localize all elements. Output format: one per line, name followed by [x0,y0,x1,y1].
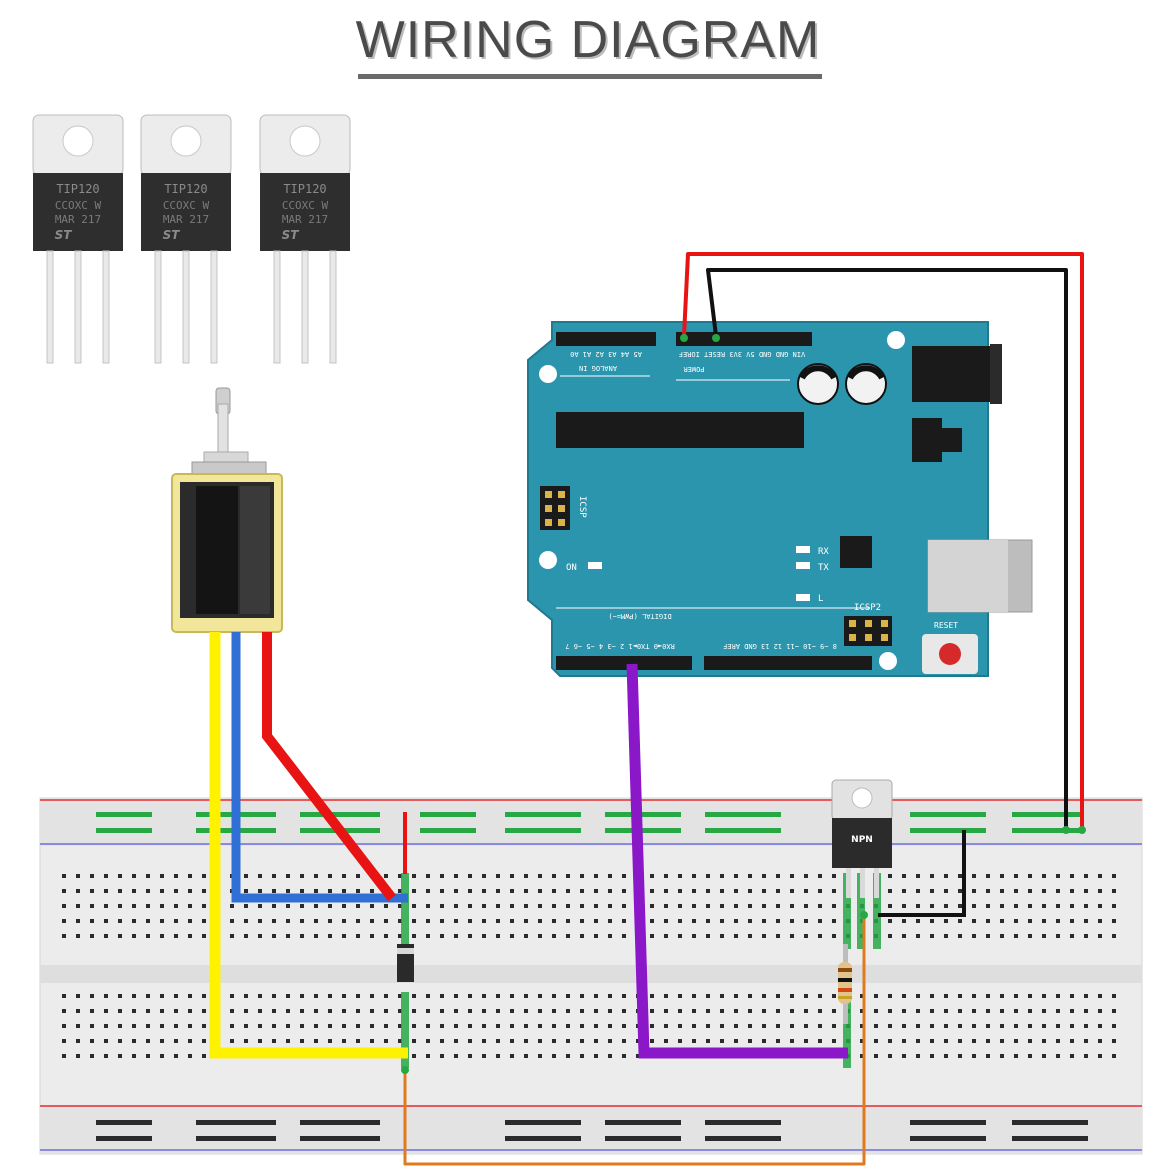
power-jack [912,346,1000,402]
digital-header-right [704,656,872,670]
tip120-transistor-3: TIP120 CCOXC W MAR 217 ST [259,114,351,364]
power-pins-label: VIN GND GND 5V 3V3 RESET IOREF [679,350,805,358]
digital-header-left [556,656,692,670]
diode [397,944,414,982]
analog-header [556,332,656,346]
tip120-part-label: TIP120 [56,182,99,196]
mounting-hole-icon [879,652,897,670]
analog-in-label: ANALOG IN [579,364,617,372]
tip120-transistor-2: TIP120 CCOXC W MAR 217 ST [140,114,232,364]
diagram-title: WIRING DIAGRAM [355,11,821,69]
tip120-date-label: MAR 217 [163,213,209,226]
wire-red-vin [682,252,1084,830]
mounting-hole-icon [539,365,557,383]
on-led-label: ON [566,563,577,573]
reset-label: RESET [934,621,958,630]
solenoid [171,387,283,633]
voltage-regulator [912,418,942,462]
wire-blue [231,632,408,903]
tip120-code-label: CCOXC W [282,199,329,212]
tip120-date-label: MAR 217 [282,213,328,226]
analog-pins-label: A5 A4 A3 A2 A1 A0 [570,350,642,358]
st-logo: ST [163,228,181,242]
tip120-date-label: MAR 217 [55,213,101,226]
wire-black-emitter [878,830,966,917]
wire-orange [403,915,866,1166]
wire-red-solenoid [262,632,396,902]
wire-purple-signal [626,663,848,1059]
mounting-hole-icon [887,331,905,349]
resistor [838,944,852,1024]
power-label: POWER [683,365,705,373]
tip120-code-label: CCOXC W [163,199,210,212]
tip120-part-label: TIP120 [164,182,207,196]
rx-led-icon [796,546,810,553]
arduino-uno: A5 A4 A3 A2 A1 A0 ANALOG IN VIN GND GND … [527,321,1033,677]
st-logo: ST [282,228,300,242]
rx-label: RX [818,547,829,557]
wire-black-gnd [706,268,1068,830]
l-label: L [818,594,823,604]
tip120-transistor-1: TIP120 CCOXC W MAR 217 ST [32,114,124,364]
digital-label: DIGITAL (PWM=~) [608,612,671,620]
breadboard [39,797,1143,1155]
usb-chip [840,536,872,568]
title-underline [358,74,822,79]
l-led-icon [796,594,810,601]
tip120-part-label: TIP120 [283,182,326,196]
st-logo: ST [55,228,73,242]
tip120-code-label: CCOXC W [55,199,102,212]
power-header [676,332,812,346]
mounting-hole-icon [539,551,557,569]
on-led-icon [588,562,602,569]
tx-led-icon [796,562,810,569]
digital-right-pins-label: 8 ~9 ~10 ~11 12 13 GND AREF [723,642,837,650]
reset-button-icon [939,643,961,665]
atmega-chip [556,412,804,448]
npn-transistor: NPN [831,779,893,898]
icsp-label: ICSP [577,496,587,518]
npn-label: NPN [851,835,873,845]
wire-yellow [209,632,408,1059]
icsp-header [540,486,570,530]
digital-left-pins-label: RX0◄0 TX0►1 2 ~3 4 ~5 ~6 7 [565,642,675,650]
tx-label: TX [818,563,829,573]
